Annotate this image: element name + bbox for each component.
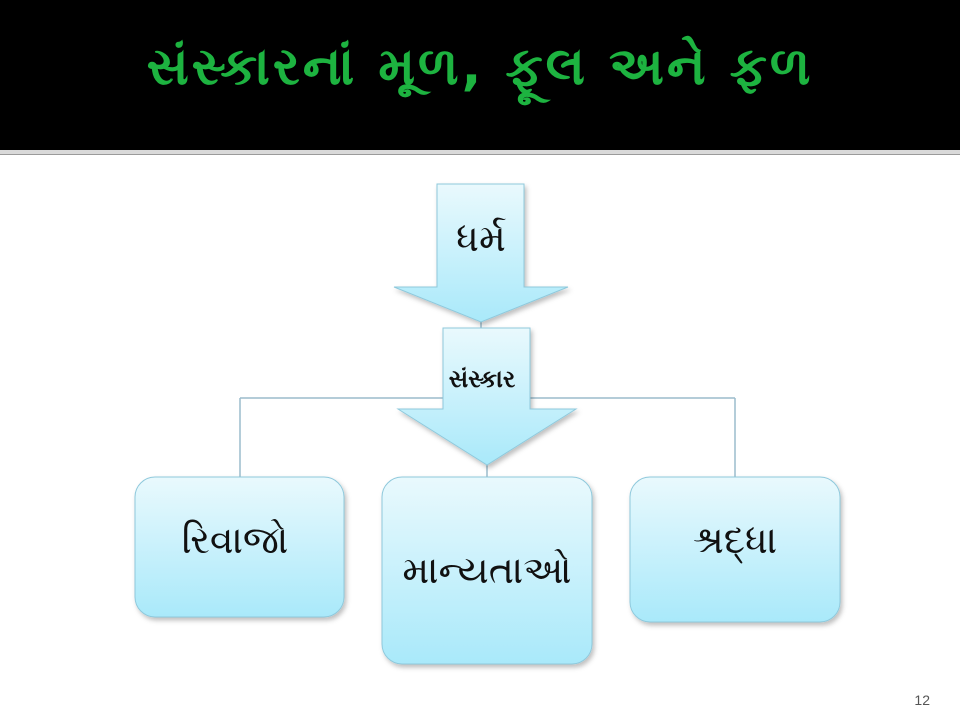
- box-left-shape: [134, 476, 345, 618]
- center-arrow-shape: [396, 327, 578, 466]
- box-right-shape: [629, 476, 841, 623]
- title-divider: [0, 150, 960, 155]
- center-arrow-label: સંસ્કાર: [449, 365, 516, 393]
- page-number: 12: [914, 692, 930, 708]
- title-bar: [0, 0, 960, 150]
- center-arrow: સંસ્કાર: [396, 327, 578, 466]
- box-left: રિવાજો: [134, 476, 345, 618]
- box-center-shape: [381, 476, 593, 665]
- top-arrow-label: ધર્મ: [456, 216, 506, 260]
- slide-title: સંસ્કારનાં મૂળ, ફૂલ અને ફળ: [146, 37, 814, 97]
- top-arrow: ધર્મ: [393, 183, 569, 323]
- box-center: માન્યતાઓ: [381, 476, 593, 665]
- box-right: શ્રદ્ધા: [629, 476, 841, 623]
- box-left-label: રિવાજો: [182, 518, 289, 562]
- top-arrow-shape: [393, 183, 569, 323]
- box-right-label: શ્રદ્ધા: [693, 518, 777, 563]
- box-center-label: માન્યતાઓ: [402, 548, 571, 592]
